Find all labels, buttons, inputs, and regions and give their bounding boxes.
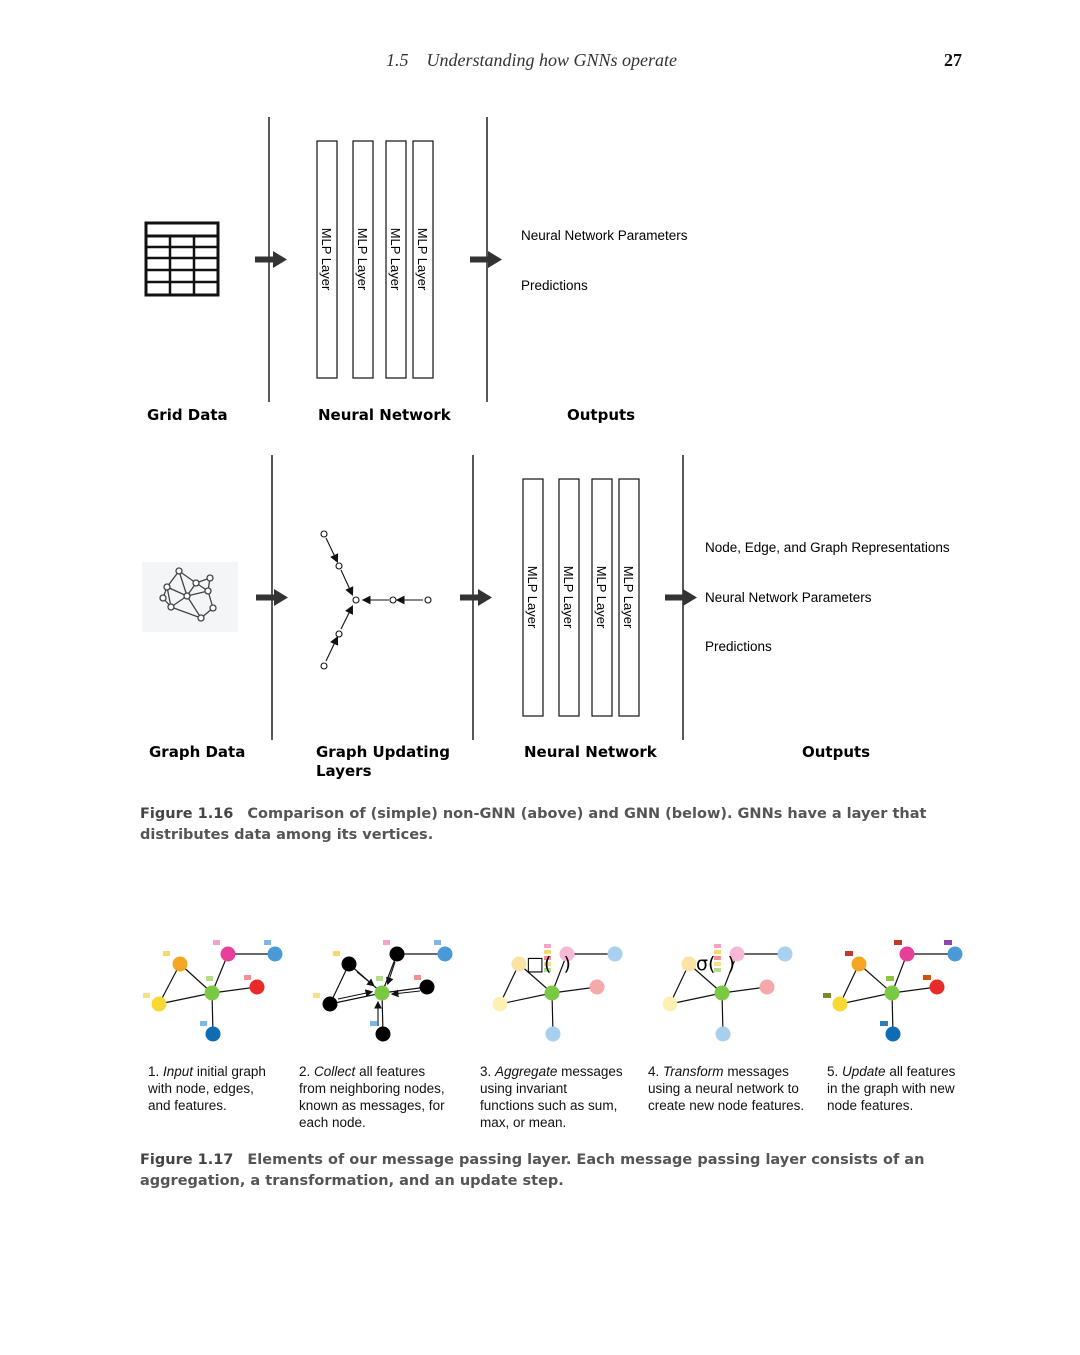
- mp-graph-aggregate: □( ): [492, 943, 623, 1042]
- grid-data-icon: [144, 221, 220, 297]
- mlp-layer-label: MLP Layer: [561, 566, 576, 629]
- mlp-layer: MLP Layer: [352, 140, 374, 379]
- figure-number: Figure 1.16: [140, 806, 234, 822]
- step-description: 2. Collect all features from neighboring…: [299, 1064, 445, 1130]
- transform-symbol: σ( ): [696, 953, 735, 975]
- message-envelope-icon: [714, 944, 721, 972]
- mp-graph-input: [143, 940, 283, 1042]
- section-label: Graph Data: [149, 743, 245, 761]
- mlp-layer-label: MLP Layer: [415, 228, 430, 291]
- graph-data-icon: [142, 562, 238, 632]
- mlp-layer-label: MLP Layer: [355, 228, 370, 291]
- section-label: Graph Updating: [316, 743, 450, 761]
- page-number: 27: [944, 50, 962, 70]
- step-description: 3. Aggregate messages using invariant fu…: [480, 1064, 623, 1130]
- section-label: Outputs: [802, 743, 870, 761]
- mlp-layer-label: MLP Layer: [388, 228, 403, 291]
- output-label: Neural Network Parameters: [521, 228, 688, 243]
- output-label: Predictions: [705, 639, 772, 654]
- section-label: Neural Network: [318, 406, 452, 424]
- message-envelope-icon: [544, 944, 551, 972]
- flow-arrow: [470, 251, 502, 268]
- mlp-layer: MLP Layer: [618, 478, 640, 717]
- flow-arrow: [665, 589, 697, 606]
- figure-number: Figure 1.17: [140, 1152, 234, 1168]
- mlp-layer-label: MLP Layer: [319, 228, 334, 291]
- output-label: Node, Edge, and Graph Representations: [705, 540, 950, 555]
- mlp-layer: MLP Layer: [558, 478, 580, 717]
- mp-graph-update: [823, 940, 963, 1042]
- mlp-layer-label: MLP Layer: [594, 566, 609, 629]
- mlp-layer-label: MLP Layer: [621, 566, 636, 629]
- mlp-layer: MLP Layer: [522, 478, 544, 717]
- aggregate-symbol: □( ): [526, 953, 571, 975]
- running-title: 1.5 Understanding how GNNs operate: [386, 50, 678, 70]
- step-description: 1. Input initial graph with node, edges,…: [148, 1064, 266, 1113]
- mlp-layer-label: MLP Layer: [525, 566, 540, 629]
- output-label: Neural Network Parameters: [705, 590, 872, 605]
- section-label: Layers: [316, 762, 372, 780]
- graph-updating-diagram: [320, 530, 432, 670]
- figure-1-17: □( ) σ( ): [143, 940, 963, 1042]
- mlp-layer: MLP Layer: [316, 140, 338, 379]
- section-label: Grid Data: [147, 406, 228, 424]
- mlp-layer: MLP Layer: [412, 140, 434, 379]
- output-label: Predictions: [521, 278, 588, 293]
- message-envelope-icon: [823, 940, 952, 1026]
- flow-arrow: [256, 589, 288, 606]
- step-description: 4. Transform messages using a neural net…: [648, 1064, 805, 1113]
- step-description: 5. Update all features in the graph with…: [827, 1064, 956, 1113]
- running-header: 1.5 Understanding how GNNs operate 27: [0, 48, 1080, 78]
- mlp-layer: MLP Layer: [591, 478, 613, 717]
- section-label: Neural Network: [524, 743, 658, 761]
- flow-arrow: [460, 589, 492, 606]
- mlp-layer: MLP Layer: [385, 140, 407, 379]
- mp-graph-transform: σ( ): [662, 943, 793, 1042]
- figure-1-16: MLP Layer MLP Layer MLP Layer MLP Layer …: [142, 117, 950, 780]
- caption-text: Comparison of (simple) non-GNN (above) a…: [140, 806, 927, 843]
- mp-graph-collect: [313, 940, 453, 1042]
- message-envelope-icon: [313, 940, 441, 1026]
- section-label: Outputs: [567, 406, 635, 424]
- caption-text: Elements of our message passing layer. E…: [140, 1152, 925, 1189]
- message-envelope-icon: [143, 940, 271, 1026]
- flow-arrow: [255, 251, 287, 268]
